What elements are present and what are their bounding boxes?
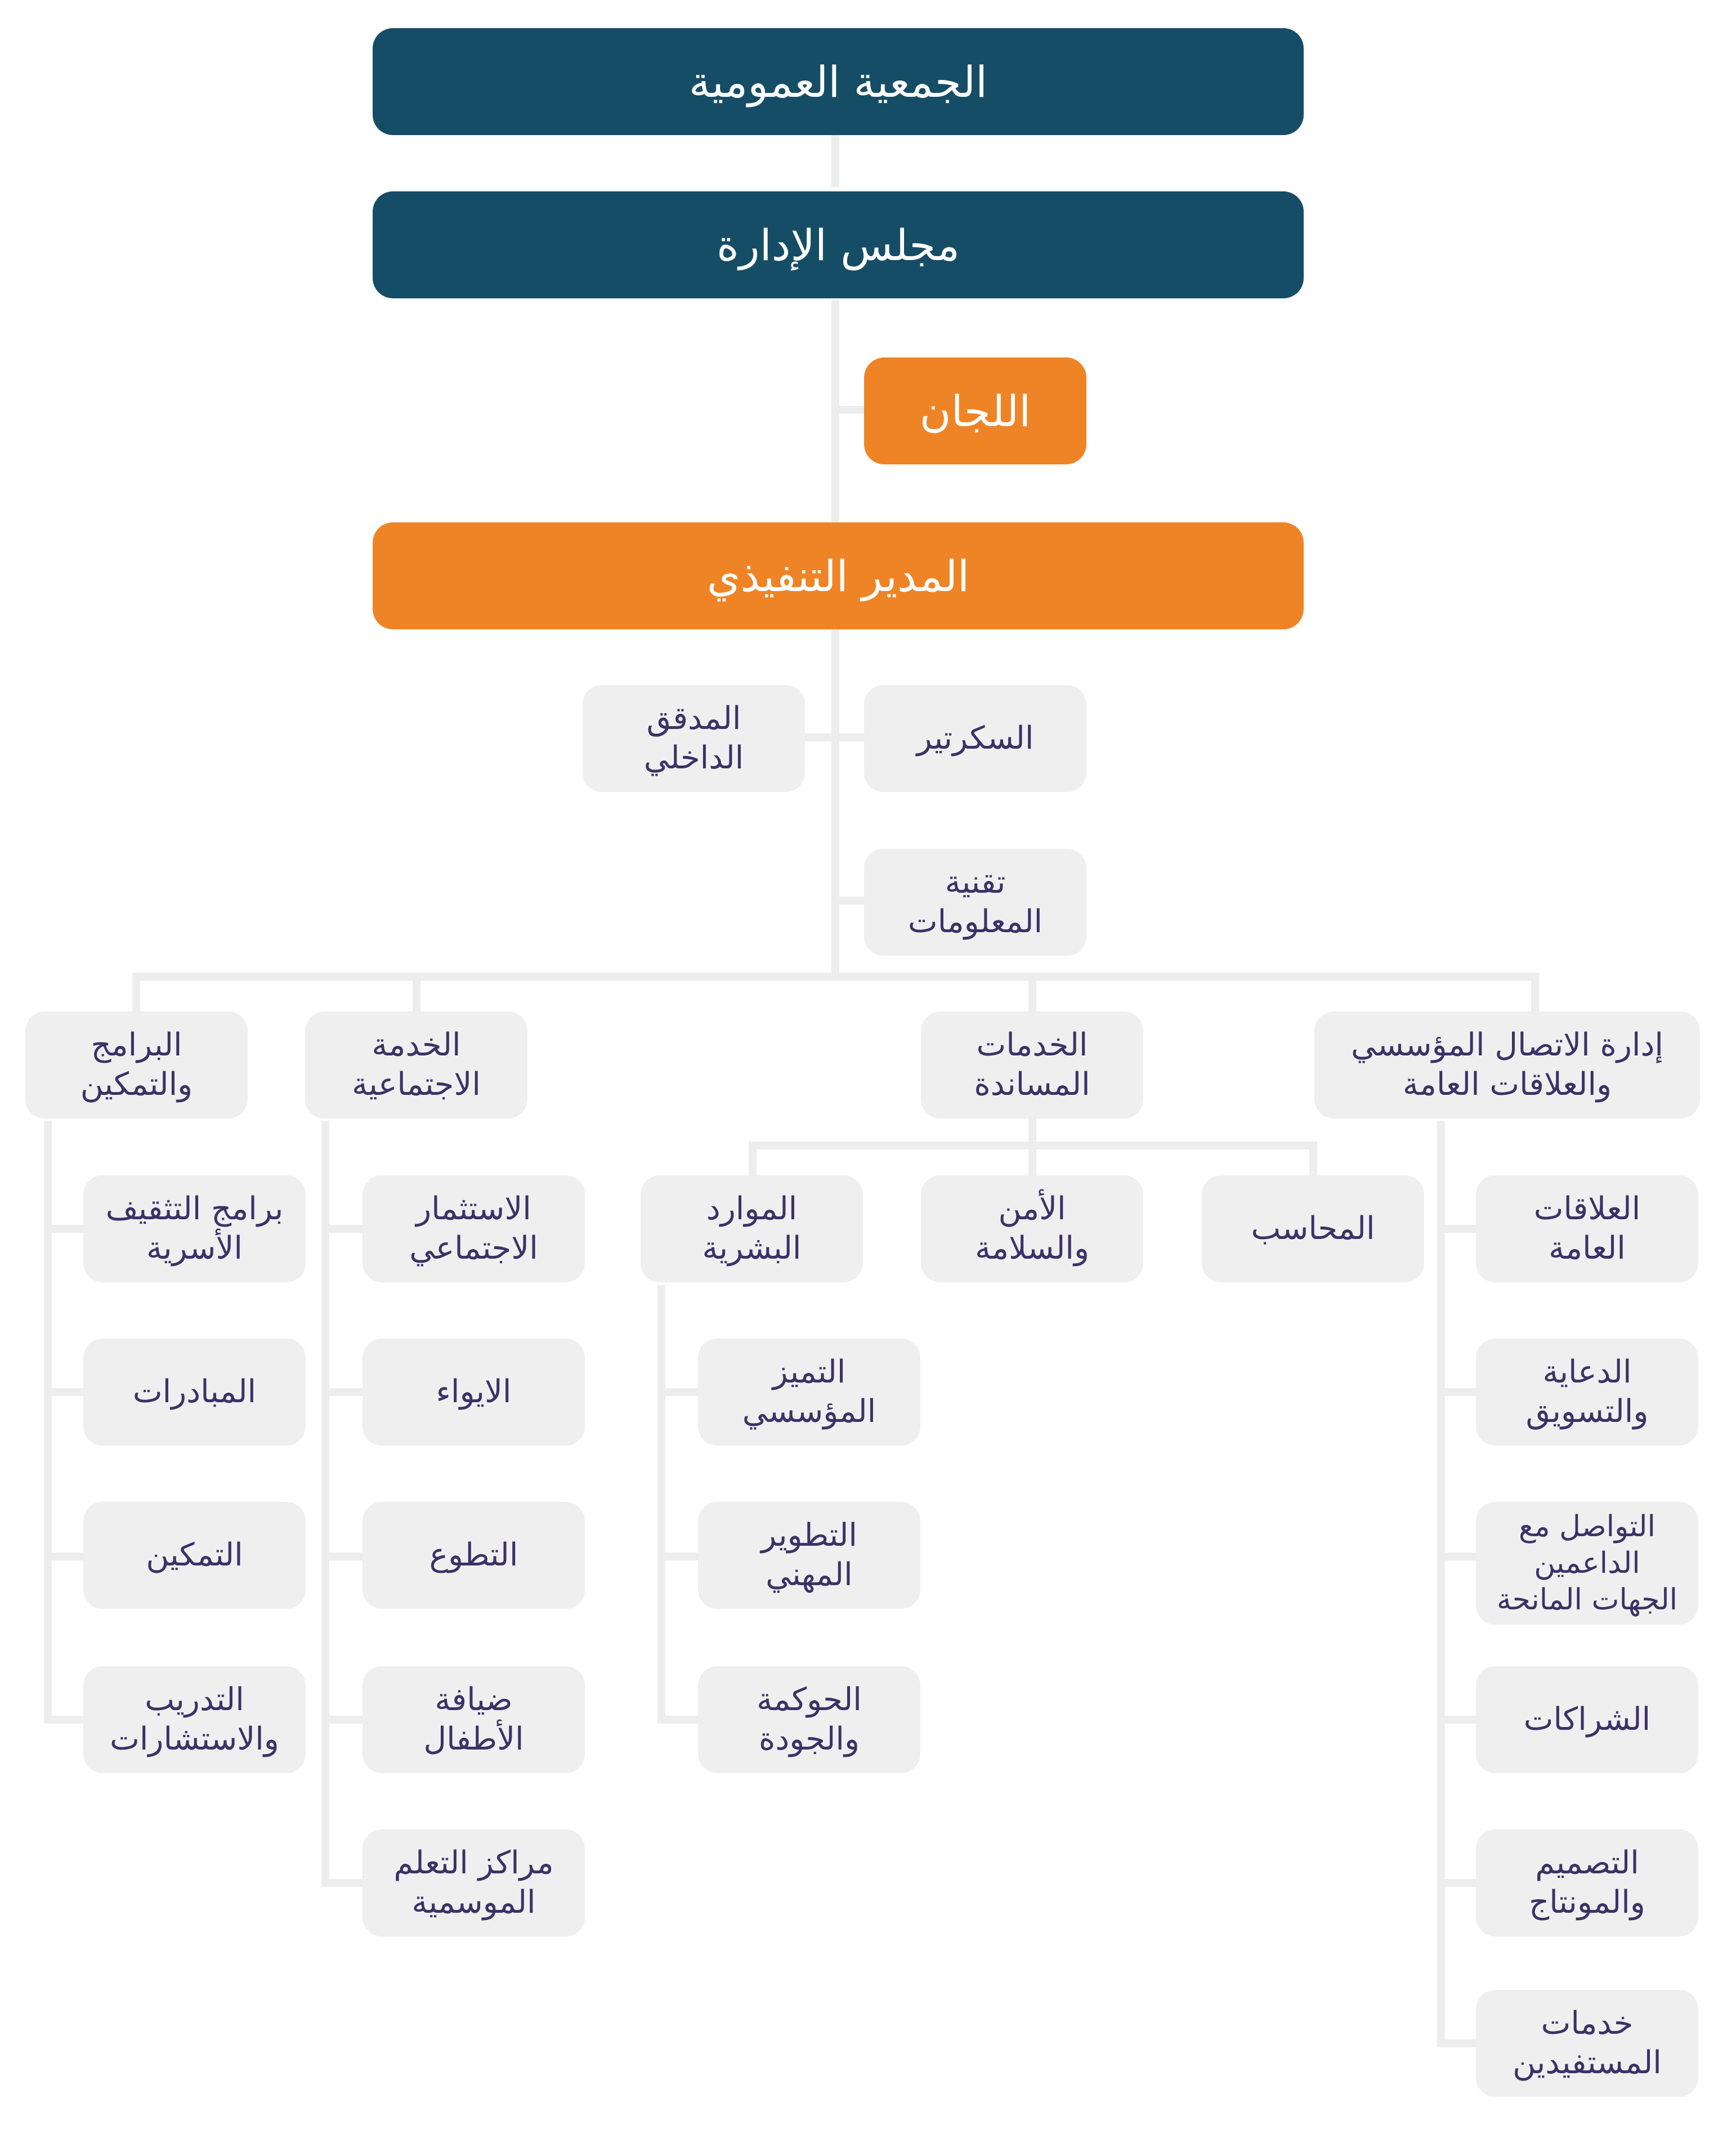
node-institutional-excellence: التميز المؤسسي bbox=[698, 1339, 920, 1446]
node-child-hosting: ضيافة الأطفال bbox=[363, 1666, 585, 1773]
node-professional-development: التطوير المهني bbox=[698, 1502, 920, 1609]
node-public-relations: العلاقات العامة bbox=[1476, 1175, 1698, 1282]
node-general-assembly: الجمعية العمومية bbox=[373, 28, 1304, 135]
node-secretary: السكرتير bbox=[864, 685, 1086, 792]
node-empowerment: التمكين bbox=[83, 1502, 306, 1609]
node-volunteering: التطوع bbox=[363, 1502, 585, 1609]
node-support-services: الخدمات المساندة bbox=[921, 1012, 1143, 1119]
node-advocacy-marketing: الدعاية والتسويق bbox=[1476, 1339, 1698, 1446]
node-beneficiary-services: خدمات المستفيدين bbox=[1476, 1990, 1698, 2097]
node-shelter: الايواء bbox=[363, 1339, 585, 1446]
node-comm-pr: إدارة الاتصال المؤسسي والعلاقات العامة bbox=[1314, 1012, 1700, 1119]
node-partnerships: الشراكات bbox=[1476, 1666, 1698, 1773]
node-it: تقنية المعلومات bbox=[864, 849, 1086, 956]
node-seasonal-learning: مراكز التعلم الموسمية bbox=[363, 1829, 585, 1936]
node-committees: اللجان bbox=[864, 357, 1086, 464]
node-security-safety: الأمن والسلامة bbox=[921, 1175, 1143, 1282]
node-accountant: المحاسب bbox=[1202, 1175, 1424, 1282]
node-initiatives: المبادرات bbox=[83, 1339, 306, 1446]
node-board: مجلس الإدارة bbox=[373, 191, 1304, 298]
node-social-service: الخدمة الاجتماعية bbox=[305, 1012, 527, 1119]
node-social-investment: الاستثمار الاجتماعي bbox=[363, 1175, 585, 1282]
node-design-montage: التصميم والمونتاج bbox=[1476, 1829, 1698, 1936]
node-human-resources: الموارد البشرية bbox=[641, 1175, 863, 1282]
node-training-consulting: التدريب والاستشارات bbox=[83, 1666, 306, 1773]
node-governance-quality: الحوكمة والجودة bbox=[698, 1666, 920, 1773]
node-internal-auditor: المدقق الداخلي bbox=[583, 685, 805, 792]
node-executive-director: المدير التنفيذي bbox=[373, 522, 1304, 629]
node-donor-communication: التواصل مع الداعمين الجهات المانحة bbox=[1476, 1502, 1698, 1625]
node-family-education: برامج التثقيف الأسرية bbox=[83, 1175, 306, 1282]
node-programs-empowerment: البرامج والتمكين bbox=[25, 1012, 248, 1119]
